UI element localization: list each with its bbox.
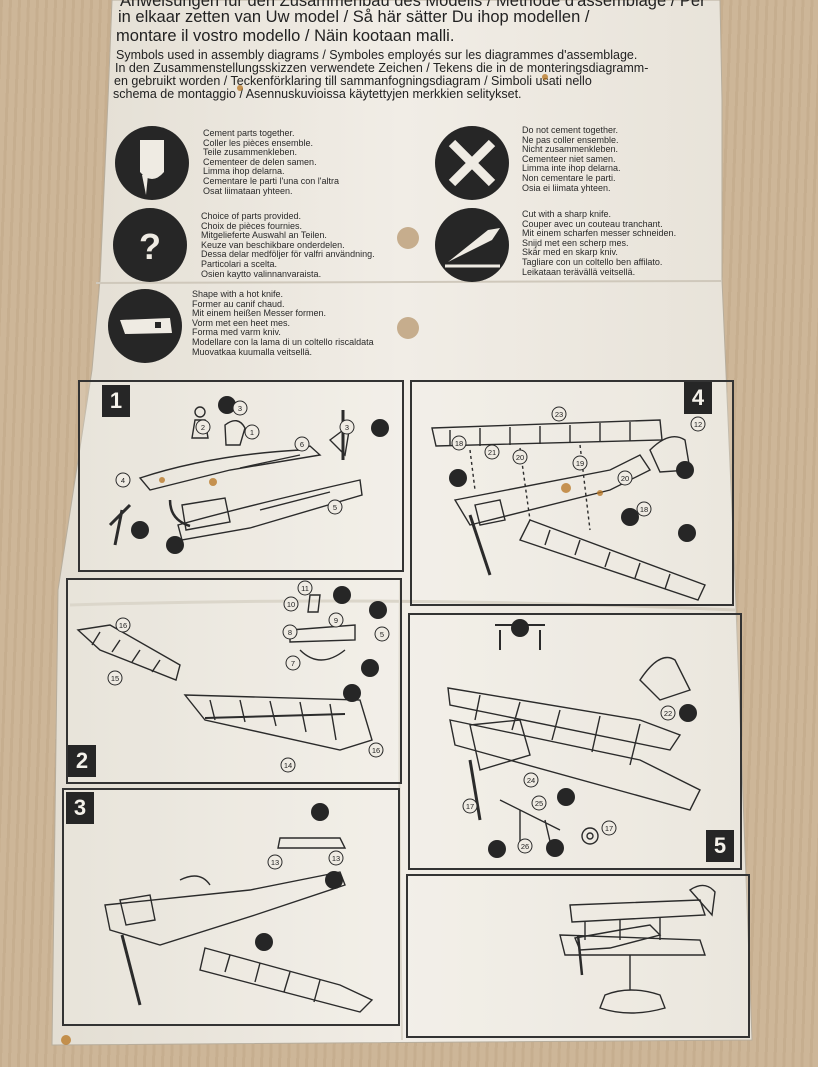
part-number-callout: 17 <box>462 798 478 814</box>
step-number-3: 3 <box>66 792 94 824</box>
part-number-label: 18 <box>455 439 463 448</box>
part-number-label: 13 <box>332 854 340 863</box>
part-number-callout: 21 <box>484 444 500 460</box>
part-number-label: 8 <box>288 628 292 637</box>
header-line-1: Anweisungen für den Zusammenbau des Mode… <box>120 0 706 10</box>
part-number-label: 10 <box>287 600 295 609</box>
part-number-label: 11 <box>301 584 309 593</box>
symbols-intro-1: Symbols used in assembly diagrams / Symb… <box>116 48 638 62</box>
part-number-callout: 3 <box>232 400 248 416</box>
part-number-callout: 19 <box>572 455 588 471</box>
part-number-label: 22 <box>664 709 672 718</box>
part-number-callout: 25 <box>531 795 547 811</box>
part-number-callout: 13 <box>328 850 344 866</box>
part-number-callout: 13 <box>267 854 283 870</box>
part-number-callout: 11 <box>297 580 313 596</box>
symbols-intro-4: schema de montaggio / Asennuskuvioissa k… <box>113 87 522 101</box>
part-number-label: 14 <box>284 761 292 770</box>
part-number-label: 17 <box>605 824 613 833</box>
part-number-callout: 23 <box>551 406 567 422</box>
cut-text: Cut with a sharp knife.Couper avec un co… <box>522 209 677 277</box>
symbols-intro-2: In den Zusammenstellungsskizzen verwende… <box>115 61 649 75</box>
part-number-label: 1 <box>250 428 254 437</box>
part-number-label: 20 <box>621 474 629 483</box>
part-number-callout: 16 <box>368 742 384 758</box>
part-number-label: 26 <box>521 842 529 851</box>
part-number-callout: 16 <box>115 617 131 633</box>
step-number-1: 1 <box>102 385 130 417</box>
part-number-label: 19 <box>576 459 584 468</box>
choice-text: Choice of parts provided.Choix de pièces… <box>201 211 375 279</box>
part-number-label: 15 <box>111 674 119 683</box>
header-line-3: montare il vostro modello / Näin kootaan… <box>116 27 455 45</box>
part-number-callout: 4 <box>115 472 131 488</box>
part-number-label: 7 <box>291 659 295 668</box>
part-number-callout: 9 <box>328 612 344 628</box>
step-number-2: 2 <box>68 745 96 777</box>
part-number-label: 12 <box>694 420 702 429</box>
hot-knife-text: Shape with a hot knife.Former au canif c… <box>192 289 374 357</box>
step-number-5: 5 <box>706 830 734 862</box>
part-number-label: 5 <box>380 630 384 639</box>
part-number-callout: 20 <box>512 449 528 465</box>
part-number-label: 4 <box>121 476 125 485</box>
part-number-callout: 5 <box>374 626 390 642</box>
part-number-callout: 22 <box>660 705 676 721</box>
part-number-label: 17 <box>466 802 474 811</box>
part-number-callout: 15 <box>107 670 123 686</box>
part-number-label: 16 <box>372 746 380 755</box>
part-number-label: 3 <box>238 404 242 413</box>
symbols-intro-3: en gebruikt worden / Teckenförklaring ti… <box>114 74 592 88</box>
part-number-label: 13 <box>271 858 279 867</box>
no-cement-text: Do not cement together.Ne pas coller ens… <box>522 125 621 193</box>
part-number-label: 9 <box>334 616 338 625</box>
part-number-label: 18 <box>640 505 648 514</box>
header-line-2: in elkaar zetten van Uw model / Så här s… <box>118 8 590 26</box>
part-number-callout: 14 <box>280 757 296 773</box>
part-number-callout: 2 <box>195 419 211 435</box>
part-number-label: 5 <box>333 503 337 512</box>
part-number-callout: 6 <box>294 436 310 452</box>
part-number-callout: 18 <box>451 435 467 451</box>
part-number-callout: 5 <box>327 499 343 515</box>
part-number-label: 25 <box>535 799 543 808</box>
part-number-callout: 3 <box>339 419 355 435</box>
part-number-label: 16 <box>119 621 127 630</box>
part-number-callout: 10 <box>283 596 299 612</box>
part-number-label: 21 <box>488 448 496 457</box>
part-number-callout: 20 <box>617 470 633 486</box>
part-number-label: 24 <box>527 776 535 785</box>
part-number-callout: 26 <box>517 838 533 854</box>
part-number-callout: 17 <box>601 820 617 836</box>
part-number-callout: 24 <box>523 772 539 788</box>
part-number-callout: 1 <box>244 424 260 440</box>
part-number-label: 2 <box>201 423 205 432</box>
part-number-callout: 12 <box>690 416 706 432</box>
part-number-callout: 8 <box>282 624 298 640</box>
part-number-label: 20 <box>516 453 524 462</box>
part-number-callout: 7 <box>285 655 301 671</box>
part-number-callout: 18 <box>636 501 652 517</box>
part-number-label: 23 <box>555 410 563 419</box>
cement-text: Cement parts together.Coller les pièces … <box>203 128 340 196</box>
part-number-label: 6 <box>300 440 304 449</box>
step-number-4: 4 <box>684 382 712 414</box>
part-number-label: 3 <box>345 423 349 432</box>
